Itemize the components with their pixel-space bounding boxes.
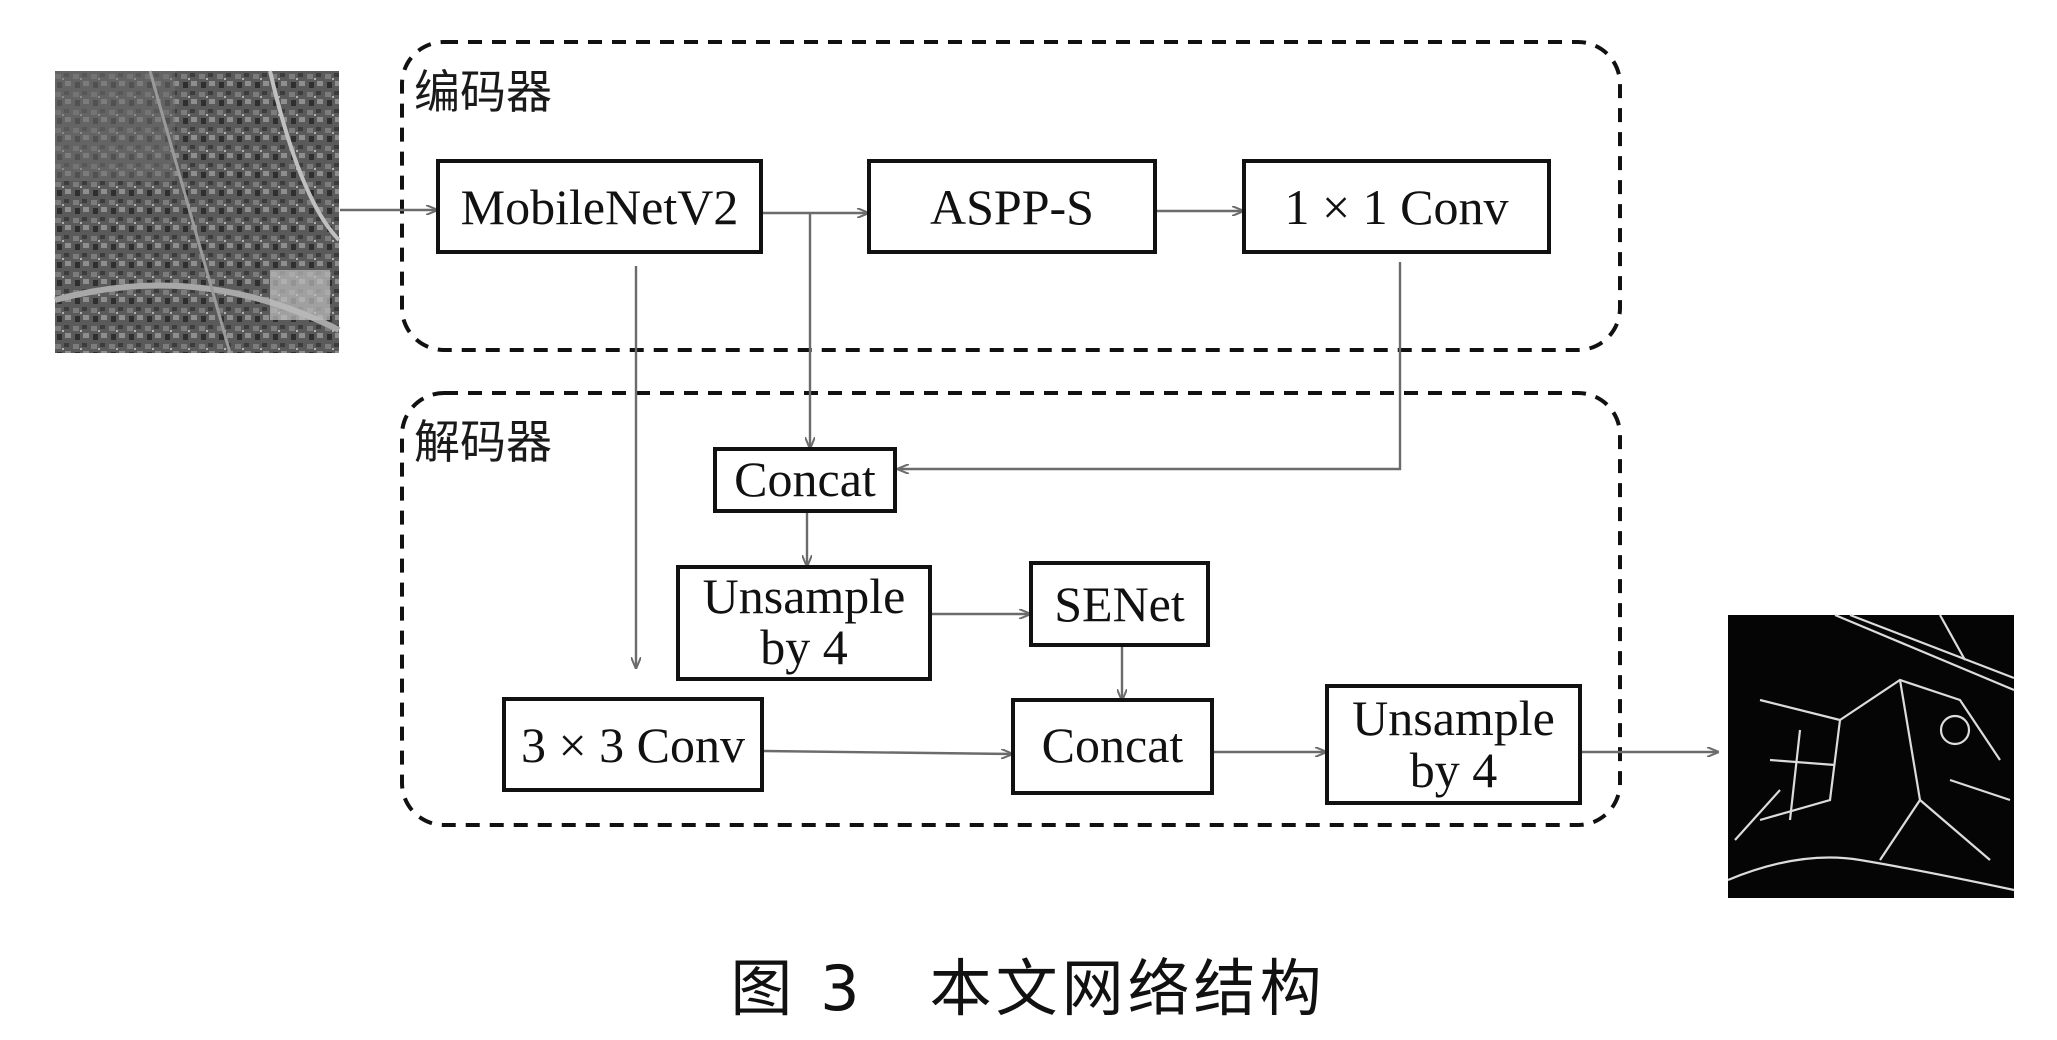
node-aspp: ASPP-S bbox=[867, 159, 1157, 254]
node-senet-label: SENet bbox=[1054, 576, 1185, 632]
node-mobilenet: MobileNetV2 bbox=[436, 159, 763, 254]
node-upsample1-label-line2: by 4 bbox=[760, 619, 848, 675]
node-senet: SENet bbox=[1029, 561, 1210, 647]
encoder-label: 编码器 bbox=[414, 65, 552, 119]
node-concat-bottom: Concat bbox=[1011, 698, 1214, 795]
aerial-photo-icon bbox=[54, 70, 341, 354]
decoder-label: 解码器 bbox=[414, 415, 552, 469]
road-mask-icon bbox=[1727, 613, 2015, 898]
node-aspp-label: ASPP-S bbox=[930, 179, 1094, 235]
node-upsample2: Unsample by 4 bbox=[1325, 684, 1582, 805]
node-conv3x3: 3 × 3 Conv bbox=[502, 697, 764, 792]
node-conv1x1: 1 × 1 Conv bbox=[1242, 159, 1551, 254]
node-concat-top: Concat bbox=[713, 447, 897, 513]
node-upsample2-label-line1: Unsample bbox=[1352, 690, 1555, 746]
node-mobilenet-label: MobileNetV2 bbox=[461, 179, 739, 235]
node-upsample1: Unsample by 4 bbox=[676, 565, 932, 681]
node-concat-top-label: Concat bbox=[734, 451, 876, 507]
node-concat-bottom-label: Concat bbox=[1042, 717, 1184, 773]
edge-conv3x3-concat-bottom bbox=[763, 751, 1012, 754]
edge-conv1x1-concat-top bbox=[898, 262, 1402, 469]
node-conv1x1-label: 1 × 1 Conv bbox=[1284, 179, 1508, 235]
node-conv3x3-label: 3 × 3 Conv bbox=[521, 717, 745, 773]
edges bbox=[340, 210, 1718, 754]
node-upsample2-label-line2: by 4 bbox=[1410, 742, 1498, 798]
decoder-region bbox=[400, 391, 1622, 827]
node-upsample1-label-line1: Unsample bbox=[703, 568, 906, 624]
figure-caption: 图 3 本文网络结构 bbox=[730, 952, 1325, 1025]
